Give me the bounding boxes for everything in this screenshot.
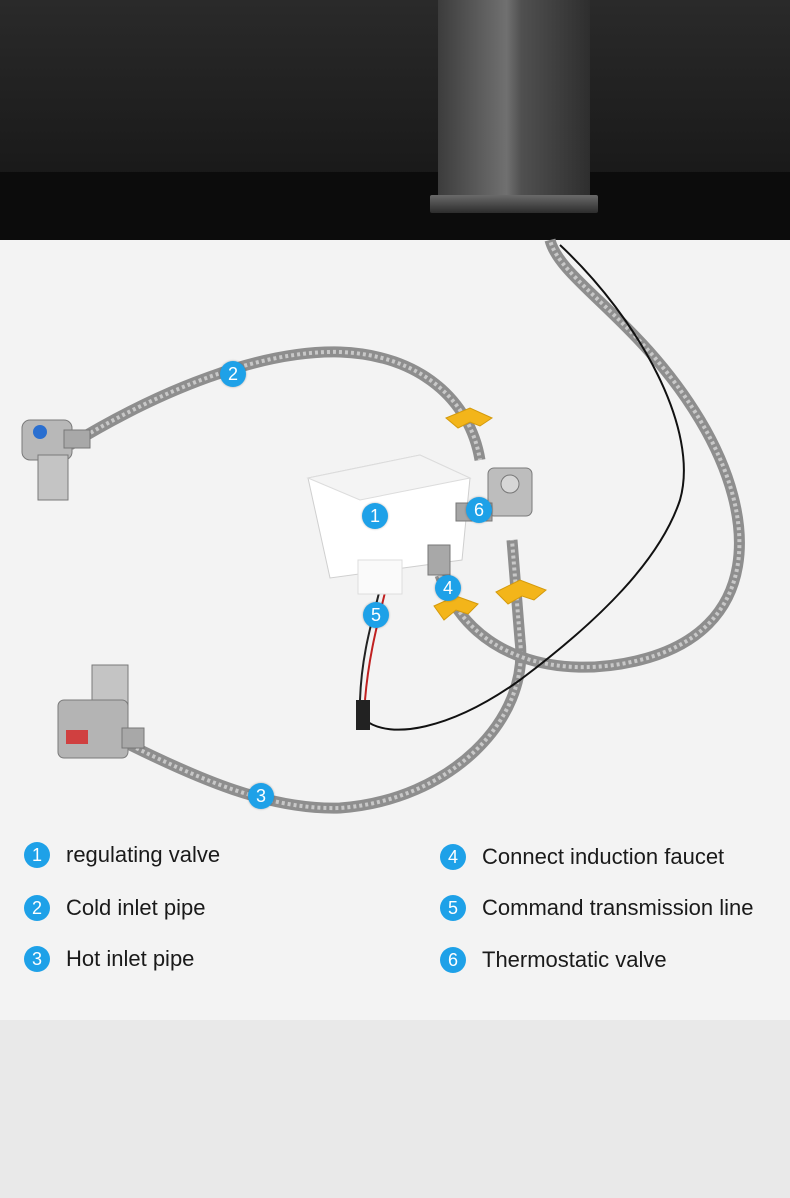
legend-item-thermostatic-valve: 6 Thermostatic valve — [440, 945, 667, 975]
bottom-background — [0, 1020, 790, 1198]
badge-cold-inlet-pipe: 2 — [220, 361, 246, 387]
wire-connector — [357, 559, 403, 595]
cold-inlet-hose — [67, 346, 486, 461]
badge-hot-inlet-pipe: 3 — [248, 783, 274, 809]
legend-number: 4 — [440, 844, 466, 870]
legend-item-induction-faucet: 4 Connect induction faucet — [440, 842, 724, 872]
legend-label: Connect induction faucet — [482, 844, 725, 869]
legend-item-cold-inlet-pipe: 2 Cold inlet pipe — [24, 893, 205, 923]
badge-command-line: 5 — [363, 602, 389, 628]
faucet-body — [438, 0, 590, 202]
faucet-base — [430, 195, 598, 213]
legend-item-hot-inlet-pipe: 3 Hot inlet pipe — [24, 944, 194, 974]
legend-label: regulating valve — [66, 842, 221, 867]
legend-item-regulating-valve: 1 regulating valve — [24, 840, 220, 870]
cold-angle-valve — [21, 419, 91, 501]
legend-label: Command transmission line — [482, 895, 754, 920]
countertop-edge — [0, 172, 790, 240]
badge-regulating-valve: 1 — [362, 503, 388, 529]
sensor-wire — [364, 244, 685, 731]
hose-clip — [495, 579, 547, 605]
legend-label: Hot inlet pipe — [66, 946, 195, 971]
badge-induction-faucet: 4 — [435, 575, 461, 601]
legend-number: 2 — [24, 895, 50, 921]
legend-number: 3 — [24, 946, 50, 972]
faucet-connector — [427, 544, 451, 576]
faucet-hose — [434, 238, 745, 673]
legend-label: Cold inlet pipe — [66, 895, 206, 920]
legend-number: 6 — [440, 947, 466, 973]
legend-number: 5 — [440, 895, 466, 921]
badge-thermostatic-valve: 6 — [466, 497, 492, 523]
legend-number: 1 — [24, 842, 50, 868]
hose-clip — [445, 407, 494, 429]
legend-item-command-line: 5 Command transmission line — [440, 893, 753, 923]
legend-label: Thermostatic valve — [482, 947, 667, 972]
hot-angle-valve — [57, 664, 145, 759]
